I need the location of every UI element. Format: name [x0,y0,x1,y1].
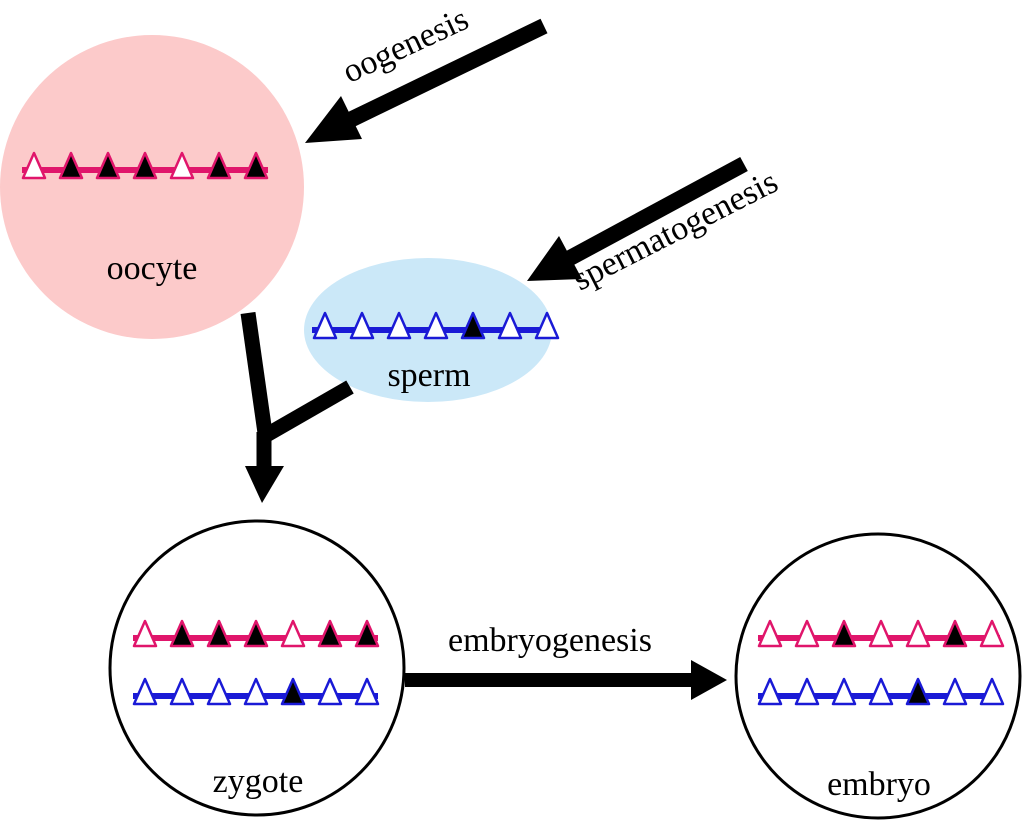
unmethylated-marker [423,311,449,340]
methylated-marker [206,151,232,180]
oogenesis-arrow [305,18,548,143]
embryo-maternal-chromosome [757,619,1005,648]
unmethylated-marker [169,677,195,706]
unmethylated-marker [757,677,783,706]
unmethylated-marker [868,619,894,648]
fertilization-arrow [240,311,354,503]
sperm-label: sperm [387,357,470,394]
spermatogenesis-arrow [527,156,748,281]
unmethylated-marker [280,619,306,648]
embryogenesis-label: embryogenesis [448,622,652,659]
unmethylated-marker [386,311,412,340]
zygote-cell [108,519,406,817]
unmethylated-marker [979,619,1005,648]
unmethylated-marker [132,677,158,706]
methylated-marker [354,619,380,648]
unmethylated-marker [132,619,158,648]
unmethylated-marker [757,619,783,648]
unmethylated-marker [794,619,820,648]
unmethylated-marker [349,311,375,340]
methylated-marker [831,619,857,648]
oocyte-cell [0,35,304,339]
unmethylated-marker [794,677,820,706]
methylated-marker [243,619,269,648]
embryo-cell [734,532,1022,820]
unmethylated-marker [868,677,894,706]
unmethylated-marker [831,677,857,706]
spermatogenesis-label: spermatogenesis [567,163,784,298]
unmethylated-marker [354,677,380,706]
methylated-marker [95,151,121,180]
unmethylated-marker [243,677,269,706]
embryo-label: embryo [827,766,931,803]
methylated-marker [58,151,84,180]
unmethylated-marker [497,311,523,340]
unmethylated-marker [979,677,1005,706]
oocyte-chromosome [21,151,269,180]
unmethylated-marker [169,151,195,180]
methylated-marker [942,619,968,648]
zygote-label: zygote [213,763,304,800]
methylated-marker [206,619,232,648]
methylated-marker [243,151,269,180]
unmethylated-marker [21,151,47,180]
sperm-chromosome [312,311,560,340]
unmethylated-marker [905,619,931,648]
unmethylated-marker [206,677,232,706]
embryo-paternal-chromosome [757,677,1005,706]
methylated-marker [280,677,306,706]
methylated-marker [905,677,931,706]
methylated-marker [317,619,343,648]
unmethylated-marker [534,311,560,340]
methylated-marker [132,151,158,180]
unmethylated-marker [942,677,968,706]
embryogenesis-arrow [405,660,727,700]
methylated-marker [460,311,486,340]
zygote-paternal-chromosome [132,677,380,706]
zygote-maternal-chromosome [132,619,380,648]
unmethylated-marker [312,311,338,340]
methylated-marker [169,619,195,648]
oocyte-label: oocyte [107,250,198,287]
unmethylated-marker [317,677,343,706]
